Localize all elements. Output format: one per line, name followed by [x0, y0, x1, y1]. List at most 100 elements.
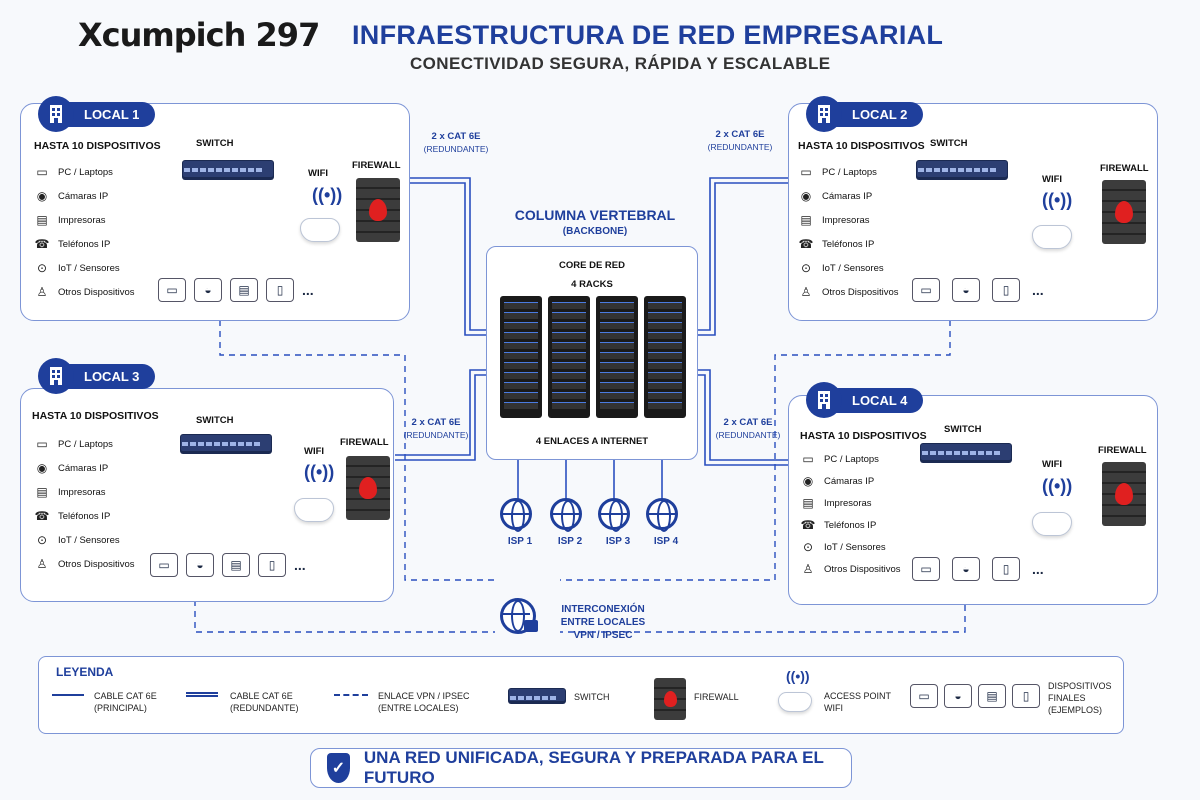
camera-icon: ◒	[944, 684, 972, 708]
sensor-icon: ⊙	[36, 261, 48, 275]
access-point-icon	[1032, 512, 1072, 536]
list-item: ☎Teléfonos IP	[800, 518, 877, 532]
monitor-icon: ▭	[36, 437, 48, 451]
legend-panel	[38, 656, 1124, 734]
camera-icon: ◒	[952, 557, 980, 581]
list-item: ▭PC / Laptops	[34, 432, 158, 456]
device-icon: ♙	[36, 557, 48, 571]
phone-icon: ☎	[34, 237, 50, 251]
page-title: INFRAESTRUCTURA DE RED EMPRESARIAL	[352, 20, 944, 50]
local-name: LOCAL 1	[64, 101, 156, 127]
monitor-icon: ▭	[36, 165, 48, 179]
building-icon	[38, 96, 74, 132]
phone-icon: ☎	[800, 518, 816, 532]
globe-icon	[550, 498, 582, 532]
list-item: ♙Otros Dispositivos	[800, 558, 924, 580]
logo: Xcumpich 297	[78, 16, 320, 54]
capacity-label: HASTA 10 DISPOSITIVOS	[32, 410, 159, 422]
link-label-local1: 2 x CAT 6E(REDUNDANTE)	[423, 131, 489, 154]
phone-icon: ▯	[1012, 684, 1040, 708]
camera-icon: ◉	[800, 189, 812, 203]
device-list: ▭PC / Laptops ◉Cámaras IP ▤Impresoras ☎T…	[34, 432, 158, 576]
server-rack-icon	[500, 296, 542, 418]
wifi-icon: ((•))	[1042, 476, 1073, 496]
firewall-icon	[1102, 180, 1146, 244]
list-item: ♙Otros Dispositivos	[34, 552, 158, 576]
end-devices: ▭ ◒ ▤ ▯ ...	[150, 553, 306, 577]
local-name: LOCAL 2	[832, 101, 924, 127]
list-item: ▭PC / Laptops	[800, 448, 924, 470]
firewall-icon	[654, 678, 686, 720]
laptop-icon: ▭	[912, 278, 940, 302]
building-icon	[806, 382, 842, 418]
legend-double-line	[186, 692, 218, 697]
legend-dashed-line	[334, 694, 368, 696]
switch-label: SWITCH	[196, 138, 234, 149]
server-rack-icon	[596, 296, 638, 418]
list-item: ♙Otros Dispositivos	[34, 280, 158, 304]
printer-icon: ▤	[802, 496, 814, 510]
end-devices: ▭ ◒ ▯ ...	[912, 278, 1044, 302]
phone-icon: ▯	[992, 557, 1020, 581]
sensor-icon: ⊙	[802, 540, 814, 554]
phone-icon: ☎	[34, 509, 50, 523]
camera-icon: ◒	[186, 553, 214, 577]
page-subtitle: CONECTIVIDAD SEGURA, RÁPIDA Y ESCALABLE	[410, 54, 831, 73]
legend-solid-line	[52, 694, 84, 696]
phone-icon: ☎	[798, 237, 814, 251]
capacity-label: HASTA 10 DISPOSITIVOS	[798, 140, 925, 152]
access-point-icon	[1032, 225, 1072, 249]
building-icon	[806, 96, 842, 132]
access-point-icon	[778, 692, 812, 712]
switch-label: SWITCH	[930, 138, 968, 149]
isp-1: ISP 1	[500, 498, 540, 547]
firewall-icon	[1102, 462, 1146, 526]
camera-icon: ◉	[36, 189, 48, 203]
sensor-icon: ⊙	[800, 261, 812, 275]
wifi-label: WIFI	[1042, 174, 1063, 185]
list-item: ▤Impresoras	[800, 492, 924, 514]
isp-4: ISP 4	[646, 498, 686, 547]
local-name: LOCAL 4	[832, 387, 924, 413]
switch-icon	[182, 160, 274, 178]
end-devices: ▭ ◒ ▯ ...	[912, 557, 1044, 581]
list-item: ♙Otros Dispositivos	[798, 280, 922, 304]
link-label-local4: 2 x CAT 6E(REDUNDANTE)	[715, 417, 781, 440]
wifi-label: WIFI	[1042, 459, 1063, 470]
list-item: ☎Teléfonos IP	[798, 237, 875, 251]
isp-2: ISP 2	[550, 498, 590, 547]
legend-item: CABLE CAT 6E(REDUNDANTE)	[230, 691, 299, 713]
capacity-label: HASTA 10 DISPOSITIVOS	[34, 140, 161, 152]
list-item: ▭PC / Laptops	[798, 160, 922, 184]
laptop-icon: ▭	[158, 278, 186, 302]
firewall-icon	[346, 456, 390, 520]
printer-icon: ▤	[230, 278, 258, 302]
printer-icon: ▤	[222, 553, 250, 577]
local-header-3: LOCAL 3	[38, 358, 156, 394]
capacity-label: HASTA 10 DISPOSITIVOS	[800, 430, 927, 442]
switch-label: SWITCH	[944, 424, 982, 435]
monitor-icon: ▭	[800, 165, 812, 179]
wifi-icon: ((•))	[312, 185, 343, 205]
firewall-label: FIREWALL	[352, 160, 401, 171]
phone-icon: ▯	[258, 553, 286, 577]
legend-item: ENLACE VPN / IPSEC(ENTRE LOCALES)	[378, 691, 470, 713]
list-item: ☎Teléfonos IP	[34, 509, 111, 523]
legend-title: LEYENDA	[56, 665, 114, 679]
footer-banner: ✓ UNA RED UNIFICADA, SEGURA Y PREPARADA …	[310, 748, 852, 788]
firewall-label: FIREWALL	[1098, 445, 1147, 456]
shield-check-icon: ✓	[327, 753, 350, 783]
backbone-subtitle: (BACKBONE)	[562, 226, 628, 237]
rack-group	[500, 296, 686, 418]
switch-icon	[916, 160, 1008, 178]
list-item: ⊙IoT / Sensores	[798, 256, 922, 280]
device-list: ▭PC / Laptops ◉Cámaras IP ▤Impresoras ☎T…	[34, 160, 158, 304]
link-label-local3: 2 x CAT 6E(REDUNDANTE)	[403, 417, 469, 440]
legend-item: SWITCH	[574, 692, 610, 702]
camera-icon: ◉	[36, 461, 48, 475]
racks-label: 4 RACKS	[571, 279, 613, 290]
vpn-lock-icon	[500, 598, 540, 638]
device-list: ▭PC / Laptops ◉Cámaras IP ▤Impresoras ☎T…	[798, 160, 922, 304]
switch-label: SWITCH	[196, 415, 234, 426]
